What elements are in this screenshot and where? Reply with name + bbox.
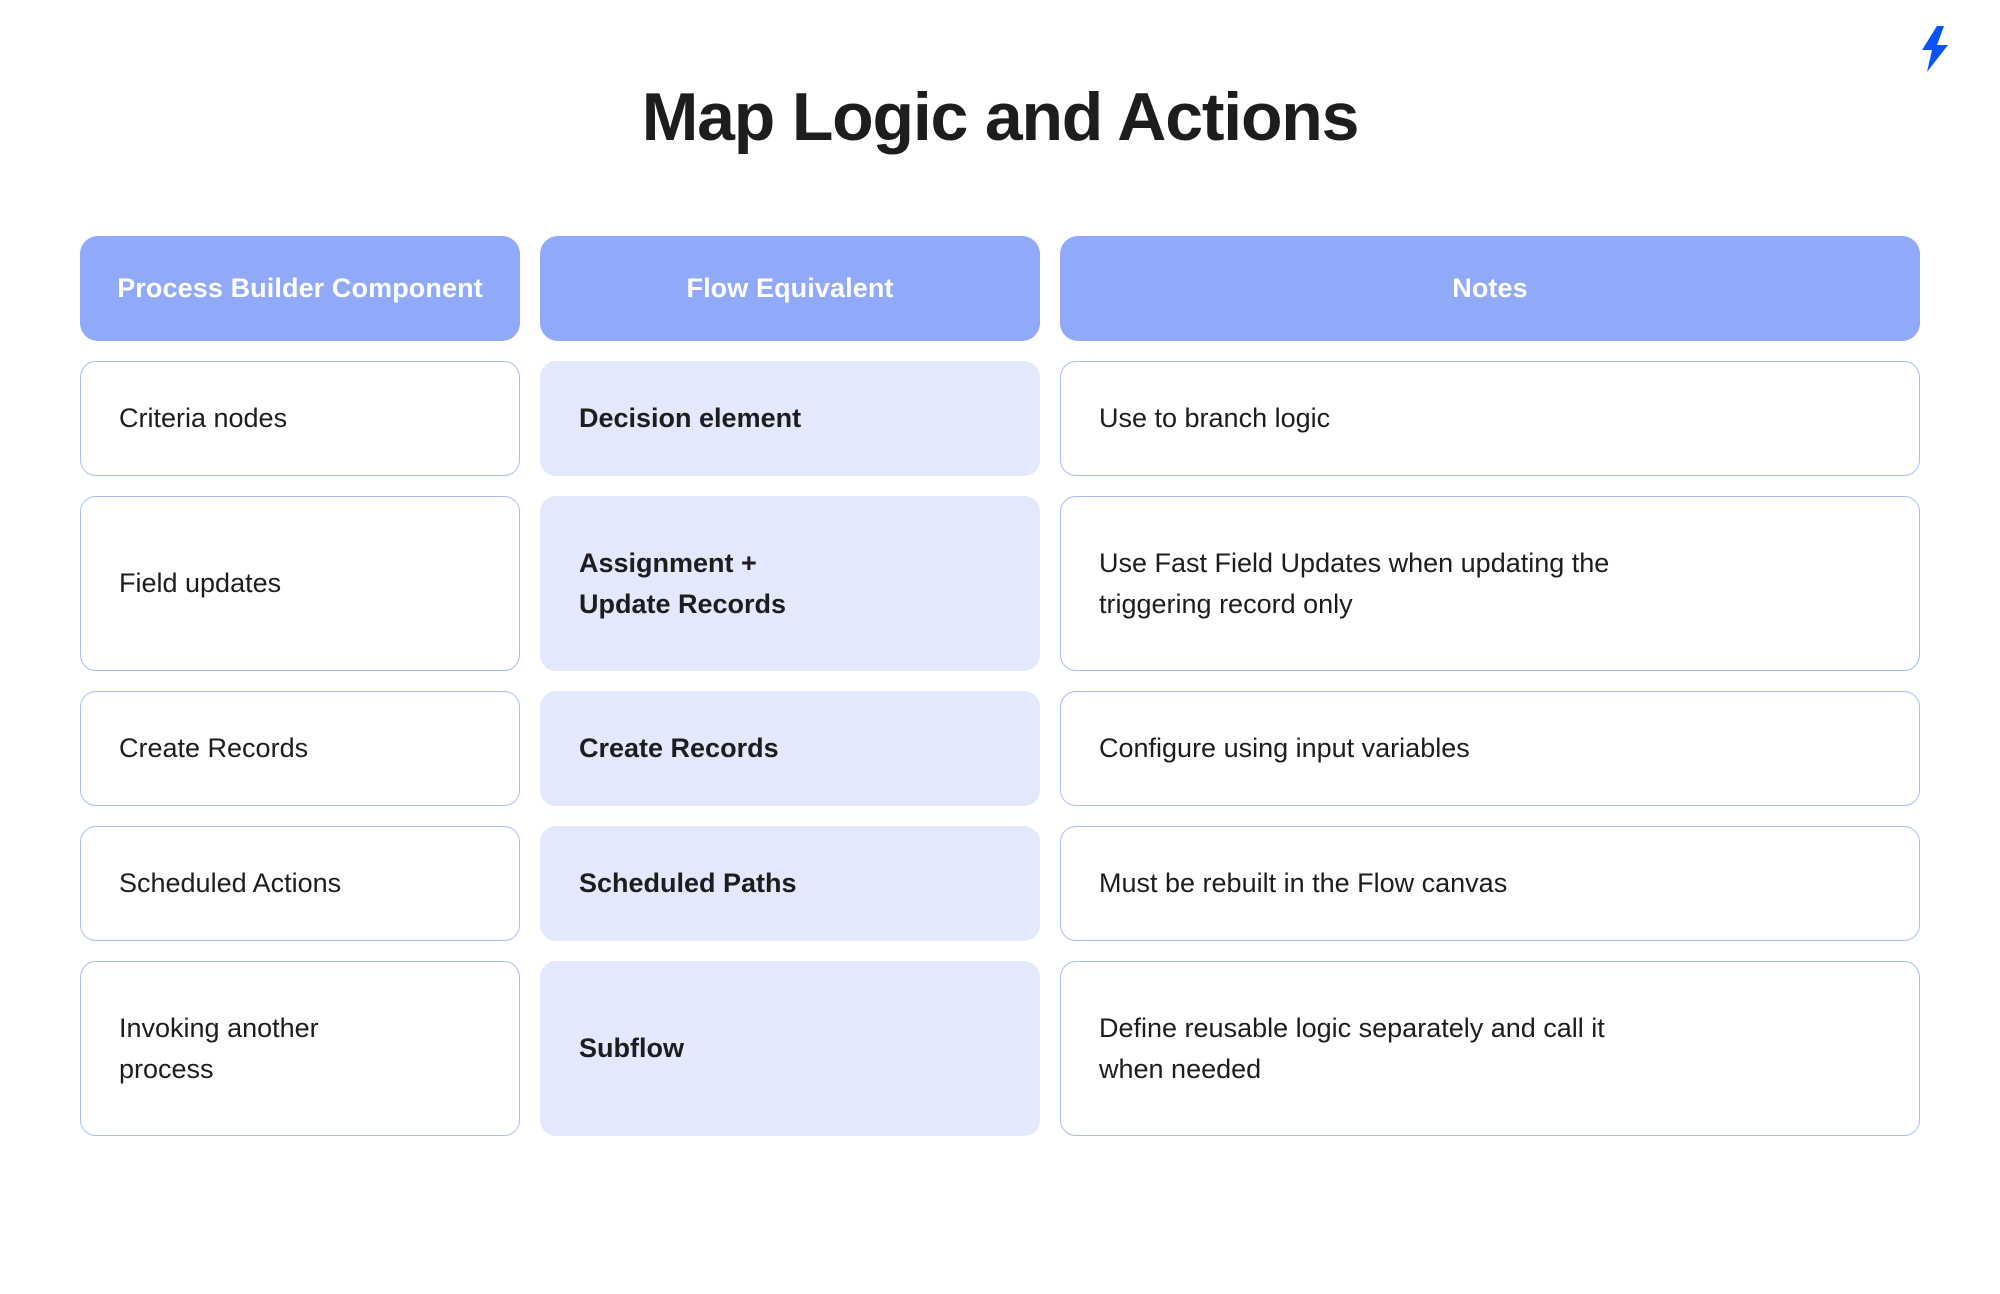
cell-flow-equivalent: Subflow: [540, 961, 1040, 1136]
cell-line-1: Configure using input variables: [1099, 733, 1470, 764]
cell-notes: Must be rebuilt in the Flow canvas: [1060, 826, 1920, 941]
cell-process-builder-component: Criteria nodes: [80, 361, 520, 476]
column-header-flow-equivalent: Flow Equivalent: [540, 236, 1040, 341]
column-header-notes: Notes: [1060, 236, 1920, 341]
cell-process-builder-component: Create Records: [80, 691, 520, 806]
cell-line-1: Assignment +: [579, 548, 757, 578]
cell-line-2: Update Records: [579, 588, 787, 619]
header-line-1: Flow Equivalent: [686, 272, 894, 303]
cell-flow-equivalent: Assignment + Update Records: [540, 496, 1040, 671]
cell-line-1: Use to branch logic: [1099, 403, 1331, 434]
header-line-1: Process Builder: [117, 272, 325, 303]
header-line-2: Component: [331, 272, 483, 303]
cell-notes: Define reusable logic separately and cal…: [1060, 961, 1920, 1136]
cell-line-1: Decision element: [579, 403, 802, 434]
cell-line-2: triggering record only: [1099, 588, 1353, 619]
comparison-table: Process Builder Component Flow Equivalen…: [80, 236, 1920, 1136]
cell-process-builder-component: Field updates: [80, 496, 520, 671]
table-row: Create Records Create Records Configure …: [80, 691, 1920, 806]
cell-flow-equivalent: Scheduled Paths: [540, 826, 1040, 941]
cell-line-1: Invoking another: [119, 1013, 319, 1043]
cell-line-2: process: [119, 1053, 214, 1084]
cell-notes: Configure using input variables: [1060, 691, 1920, 806]
cell-line-1: Subflow: [579, 1033, 684, 1064]
cell-line-1: Must be rebuilt in the Flow canvas: [1099, 868, 1508, 899]
lightning-bolt-icon: [1918, 26, 1952, 72]
cell-notes: Use to branch logic: [1060, 361, 1920, 476]
table-row: Criteria nodes Decision element Use to b…: [80, 361, 1920, 476]
cell-notes: Use Fast Field Updates when updating the…: [1060, 496, 1920, 671]
cell-line-1: Scheduled Paths: [579, 868, 797, 899]
cell-line-2: when needed: [1099, 1053, 1262, 1084]
cell-line-1: Create Records: [579, 733, 779, 764]
cell-line-1: Define reusable logic separately and cal…: [1099, 1013, 1605, 1043]
cell-line-1: Use Fast Field Updates when updating the: [1099, 548, 1610, 578]
header-line-1: Notes: [1452, 272, 1528, 303]
column-header-process-builder-component: Process Builder Component: [80, 236, 520, 341]
cell-flow-equivalent: Create Records: [540, 691, 1040, 806]
cell-flow-equivalent: Decision element: [540, 361, 1040, 476]
table-row: Invoking another process Subflow Define …: [80, 961, 1920, 1136]
table-row: Field updates Assignment + Update Record…: [80, 496, 1920, 671]
table-header-row: Process Builder Component Flow Equivalen…: [80, 236, 1920, 341]
table-row: Scheduled Actions Scheduled Paths Must b…: [80, 826, 1920, 941]
page-title: Map Logic and Actions: [641, 79, 1360, 155]
cell-process-builder-component: Invoking another process: [80, 961, 520, 1136]
cell-process-builder-component: Scheduled Actions: [80, 826, 520, 941]
